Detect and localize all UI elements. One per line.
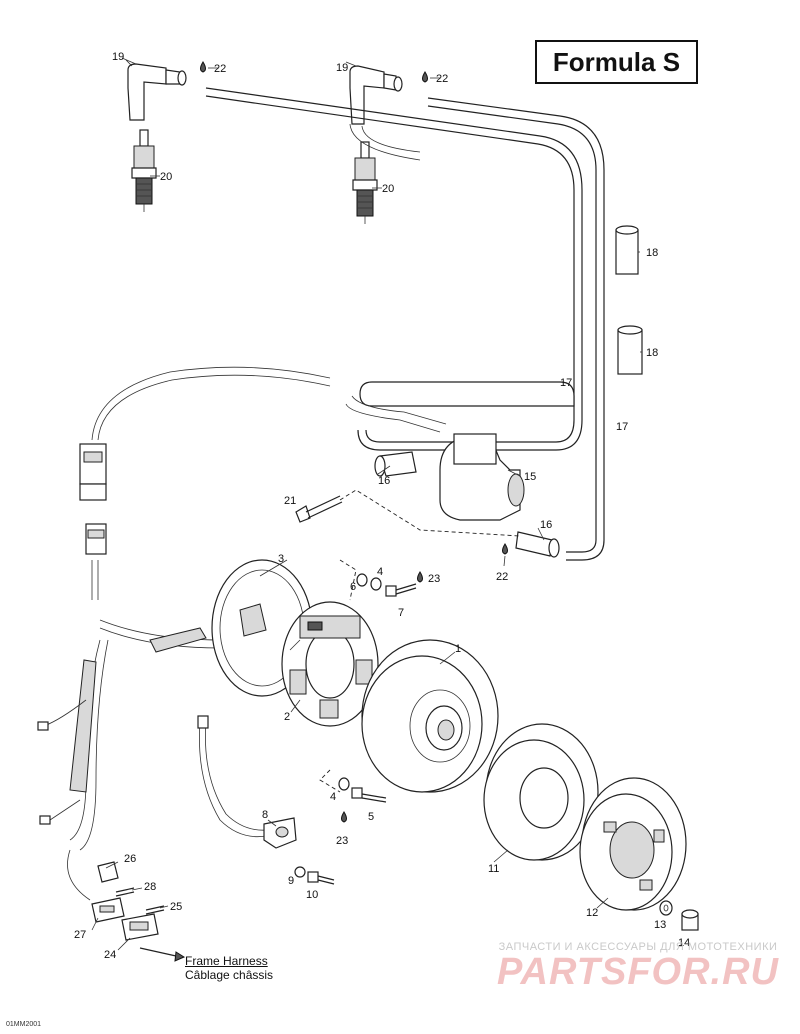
sealant-drop-icon	[417, 571, 423, 583]
callout-16: 16	[540, 519, 552, 531]
callout-9: 9	[288, 875, 294, 887]
callout-25: 25	[170, 901, 182, 913]
callout-20: 20	[382, 183, 394, 195]
callout-22: 22	[496, 571, 508, 583]
coil-bolt	[295, 495, 343, 523]
callout-18: 18	[646, 247, 658, 259]
callout-labels: 19 22 20 19 22 20 18 18 17 17 15 16 16 2…	[74, 51, 690, 961]
callout-8: 8	[262, 809, 268, 821]
callout-17: 17	[616, 421, 628, 433]
arrow-right-icon	[174, 951, 186, 962]
callout-16: 16	[378, 475, 390, 487]
callout-22: 22	[214, 63, 226, 75]
callout-19: 19	[336, 62, 348, 74]
spark-plug-right	[352, 141, 378, 224]
frame-harness-label: Frame Harness Câblage châssis	[185, 954, 273, 982]
sleeve-upper	[615, 225, 639, 275]
screw-7	[385, 583, 417, 597]
callout-24: 24	[104, 949, 116, 961]
sealant-drop-icon	[422, 71, 428, 83]
sleeve-lower	[617, 325, 643, 375]
connector-27	[91, 897, 125, 923]
frame-harness-en: Frame Harness	[185, 954, 268, 968]
watermark-logo: PARTSFOR.RU	[497, 951, 779, 993]
callout-20: 20	[160, 171, 172, 183]
callout-23: 23	[428, 573, 440, 585]
callout-10: 10	[306, 889, 318, 901]
frame-harness-fr: Câblage châssis	[185, 968, 274, 982]
callout-17: 17	[560, 377, 572, 389]
callout-26: 26	[124, 853, 136, 865]
callout-13: 13	[654, 919, 666, 931]
spark-plug-cap-left	[121, 57, 187, 121]
callout-21: 21	[284, 495, 296, 507]
callout-6: 6	[350, 581, 356, 593]
terminal-28	[115, 887, 135, 897]
callout-11: 11	[488, 863, 499, 875]
terminal-25	[145, 905, 165, 915]
spark-plug-left	[131, 129, 157, 212]
callout-18: 18	[646, 347, 658, 359]
washer-9	[294, 866, 306, 878]
screw-5	[351, 787, 387, 803]
callout-14: 14	[678, 937, 690, 949]
trigger-sensor	[197, 715, 297, 849]
spark-plug-boot-16-right	[515, 531, 560, 558]
sealant-drop-icon	[341, 811, 347, 823]
connector-cap-26	[97, 861, 119, 883]
washer-4-lower	[338, 777, 350, 791]
washer-6	[356, 573, 368, 587]
callout-23: 23	[336, 835, 348, 847]
screw-10	[307, 871, 335, 885]
washer-13	[659, 900, 673, 916]
watermark-tagline: ЗАПЧАСТИ И АКСЕССУАРЫ ДЛЯ МОТОТЕХНИКИ	[498, 941, 778, 953]
trigger-ring	[483, 723, 599, 861]
callout-15: 15	[524, 471, 536, 483]
starter-pulley	[579, 777, 687, 911]
connector-24	[121, 913, 159, 941]
stator	[281, 601, 379, 727]
document-code: 01MM2001	[6, 1021, 42, 1028]
watermark: ЗАПЧАСТИ И АКСЕССУАРЫ ДЛЯ МОТОТЕХНИКИ PA…	[488, 941, 788, 994]
callout-2: 2	[284, 711, 290, 723]
ignition-coil	[345, 381, 575, 521]
spark-plug-boot-16-left	[374, 451, 417, 477]
callout-4: 4	[377, 566, 383, 578]
callout-1: 1	[455, 643, 461, 655]
washer-4-upper	[370, 577, 382, 591]
callout-12: 12	[586, 907, 598, 919]
callout-22: 22	[436, 73, 448, 85]
wire-harness	[37, 366, 331, 901]
callout-7: 7	[398, 607, 404, 619]
callout-28: 28	[144, 881, 156, 893]
callout-27: 27	[74, 929, 86, 941]
leader-lines	[91, 59, 642, 951]
model-title: Formula S	[535, 40, 698, 84]
callout-4: 4	[330, 791, 336, 803]
sealant-drop-icon	[502, 543, 508, 555]
nut-14	[681, 909, 699, 931]
callout-5: 5	[368, 811, 374, 823]
callout-19: 19	[112, 51, 124, 63]
callout-3: 3	[278, 553, 284, 565]
sealant-drop-icon	[200, 61, 206, 73]
flywheel	[361, 639, 499, 793]
high-tension-wire	[205, 87, 605, 561]
